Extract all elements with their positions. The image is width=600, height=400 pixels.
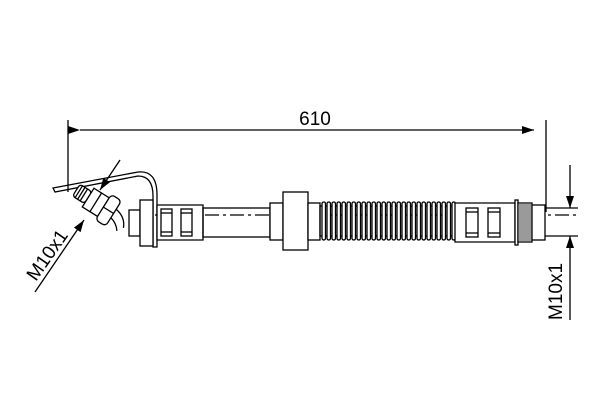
mounting-bracket [52, 171, 158, 248]
spring-coil [441, 201, 447, 241]
spring-coil [401, 201, 407, 241]
spring-coil [396, 201, 402, 241]
rigid-tube [202, 207, 271, 238]
spring-coil [381, 201, 387, 241]
spring-coil [361, 201, 367, 241]
spring-coil [426, 201, 432, 241]
spring-coil [431, 201, 437, 241]
mounting-nut [269, 191, 321, 251]
spring-coil [366, 201, 372, 241]
spring-coil [331, 201, 337, 241]
spring-coil [446, 201, 452, 241]
spring-coil [406, 201, 412, 241]
crimp-sleeve-right [454, 202, 516, 243]
right-thread-label: M10x1 [546, 263, 567, 320]
spring-coil [371, 201, 377, 241]
spring-coil [326, 201, 332, 241]
length-dimension: 610 [67, 109, 547, 212]
spring-coil [421, 201, 427, 241]
spring-coil [346, 201, 352, 241]
right-thread-dimension: M10x1 [545, 165, 578, 320]
right-fitting [514, 199, 546, 246]
spring-coil [351, 201, 357, 241]
spring-coil [336, 201, 342, 241]
spring-coil [436, 201, 442, 241]
spring-coil [321, 201, 327, 241]
spring-coil [341, 201, 347, 241]
left-flange [139, 199, 154, 247]
spring-guard [319, 201, 457, 241]
spring-coil [411, 201, 417, 241]
left-thread-dimension: M10x1 [23, 159, 121, 293]
left-thread-label: M10x1 [23, 226, 73, 285]
spring-coil [386, 201, 392, 241]
left-banjo-fitting [73, 184, 125, 231]
spring-coil [376, 201, 382, 241]
crimp-sleeve-left [156, 204, 204, 241]
length-label: 610 [299, 109, 331, 130]
spring-coil [416, 201, 422, 241]
spring-coil [391, 201, 397, 241]
fitting-stub [128, 209, 141, 237]
spring-coil [356, 201, 362, 241]
